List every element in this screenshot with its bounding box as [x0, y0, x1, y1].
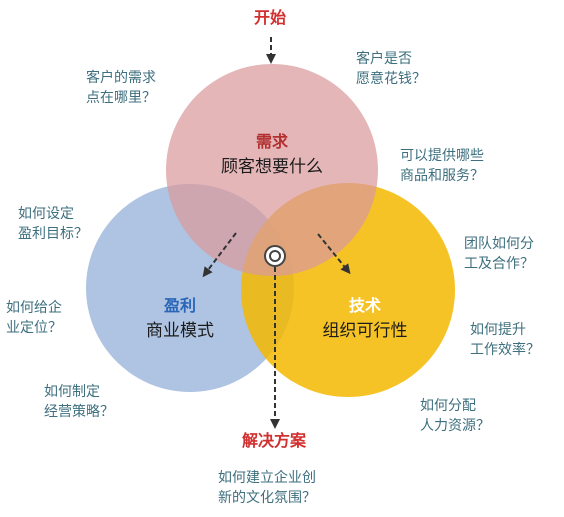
- arrow-to-profit: [202, 232, 237, 278]
- target-icon: [264, 245, 286, 267]
- profit-title: 盈利: [163, 296, 196, 315]
- question-strategy: 如何制定 经营策略？: [44, 384, 114, 420]
- question-efficiency: 如何提升 工作效率？: [470, 322, 540, 358]
- solution-label: 解决方案: [242, 431, 307, 450]
- question-profit-target: 如何设定 盈利目标？: [18, 206, 88, 242]
- profit-subtitle: 商业模式: [146, 321, 214, 341]
- question-culture: 如何建立企业创 新的文化氛围？: [218, 470, 316, 506]
- demand-subtitle: 顾客想要什么: [221, 157, 323, 177]
- question-positioning: 如何给企 业定位？: [6, 300, 62, 336]
- circle-demand: [166, 64, 378, 276]
- start-label: 开始: [254, 8, 287, 27]
- tech-title: 技术: [348, 296, 381, 315]
- question-demand-point: 客户的需求 点在哪里？: [86, 70, 156, 106]
- tech-subtitle: 组织可行性: [322, 321, 408, 341]
- demand-title: 需求: [255, 132, 288, 151]
- question-team-division: 团队如何分 工及合作？: [464, 236, 534, 272]
- question-products-services: 可以提供哪些 商品和服务？: [400, 148, 484, 184]
- question-willing-to-pay: 客户是否 愿意花钱？: [356, 51, 426, 87]
- question-hr-allocation: 如何分配 人力资源？: [420, 398, 490, 434]
